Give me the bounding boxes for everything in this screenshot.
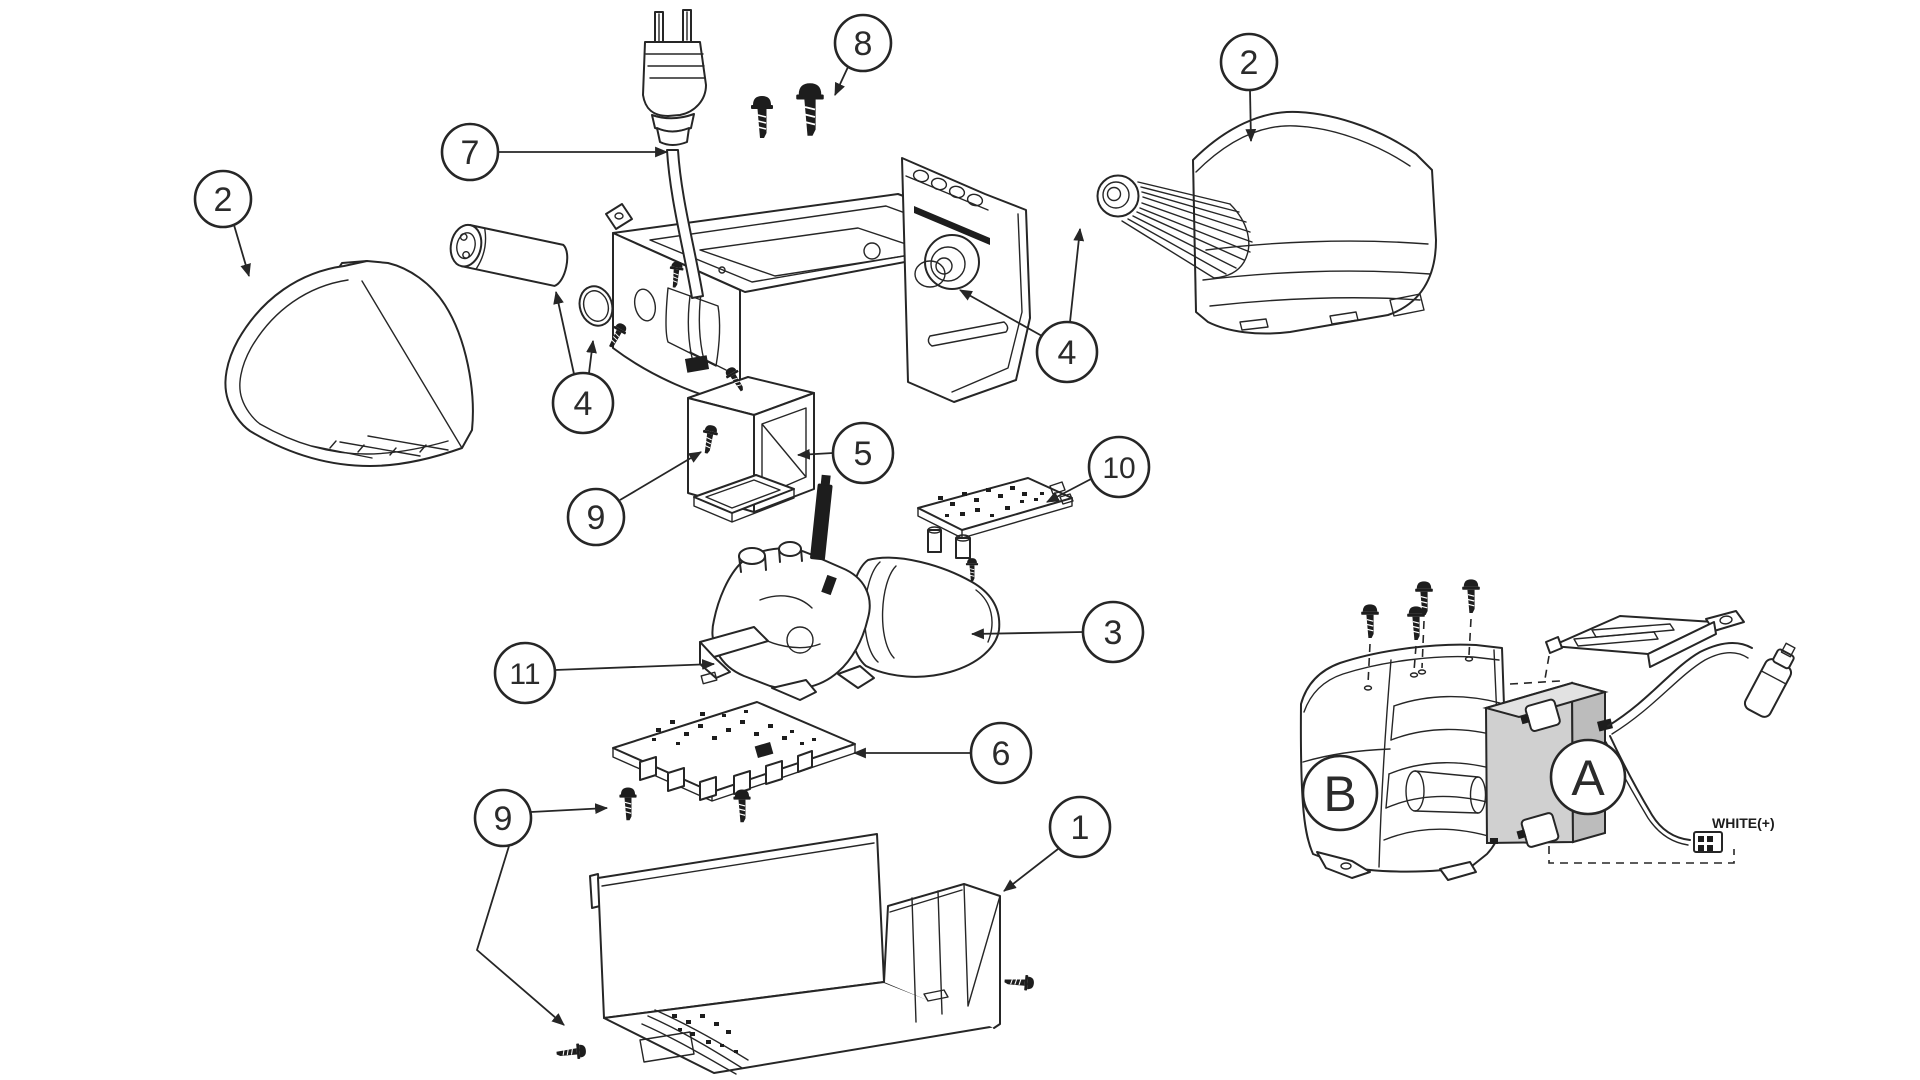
callout-label: 1 <box>1071 809 1090 847</box>
callout-5: 5 <box>796 421 895 485</box>
callout-6: 6 <box>852 721 1033 785</box>
chassis-frame <box>605 157 1031 405</box>
wire-connector <box>1743 642 1796 718</box>
callout-1: 1 <box>1003 795 1112 892</box>
white-plus-label: WHITE(+) <box>1712 815 1775 831</box>
callout-label: 11 <box>509 658 540 691</box>
callout-4-right: 4 <box>959 227 1099 384</box>
callout-10: 10 <box>1046 435 1151 503</box>
callout-2-left: 2 <box>193 169 253 278</box>
callout-label: 8 <box>854 25 873 63</box>
cover-b-screw-guides <box>1363 618 1561 691</box>
callout-label: 9 <box>587 499 606 537</box>
callout-label: A <box>1571 750 1605 806</box>
bottom-cover <box>589 833 1001 1075</box>
callout-b: B <box>1301 754 1379 832</box>
callout-label: B <box>1323 766 1356 822</box>
callout-label: 10 <box>1102 452 1135 485</box>
callout-label: 9 <box>494 800 513 838</box>
callout-label: 2 <box>1240 44 1259 82</box>
main-circuit-board <box>612 701 856 802</box>
battery-mounting-bracket <box>1544 610 1745 680</box>
callout-label: 4 <box>574 385 593 423</box>
callout-9-lower: 9 <box>473 788 609 1026</box>
callout-4-left: 4 <box>551 290 615 435</box>
callout-label: 2 <box>214 181 233 219</box>
callout-a: A <box>1549 738 1627 816</box>
capacitor-left <box>449 223 614 327</box>
callout-label: 4 <box>1058 334 1077 372</box>
small-circuit-board <box>917 477 1074 559</box>
callout-8: 8 <box>833 13 893 96</box>
ribbed-roller-right <box>1096 174 1253 279</box>
callout-7: 7 <box>440 122 669 182</box>
motor-gearbox-assembly <box>699 474 1001 701</box>
callout-9-upper: 9 <box>566 451 702 547</box>
wire-harness: WHITE(+) <box>1548 642 1796 864</box>
white-plus-connector <box>1693 831 1723 853</box>
component-box <box>687 376 815 523</box>
callout-label: 7 <box>461 134 480 172</box>
callout-3: 3 <box>970 600 1145 664</box>
callout-11: 11 <box>493 641 716 705</box>
callout-label: 5 <box>854 435 873 473</box>
callout-2-right: 2 <box>1219 32 1279 143</box>
left-end-cover <box>224 260 474 467</box>
right-end-cover <box>1192 110 1437 335</box>
callout-label: 3 <box>1104 614 1123 652</box>
callout-label: 6 <box>992 735 1011 773</box>
power-cord-plug <box>642 9 707 299</box>
